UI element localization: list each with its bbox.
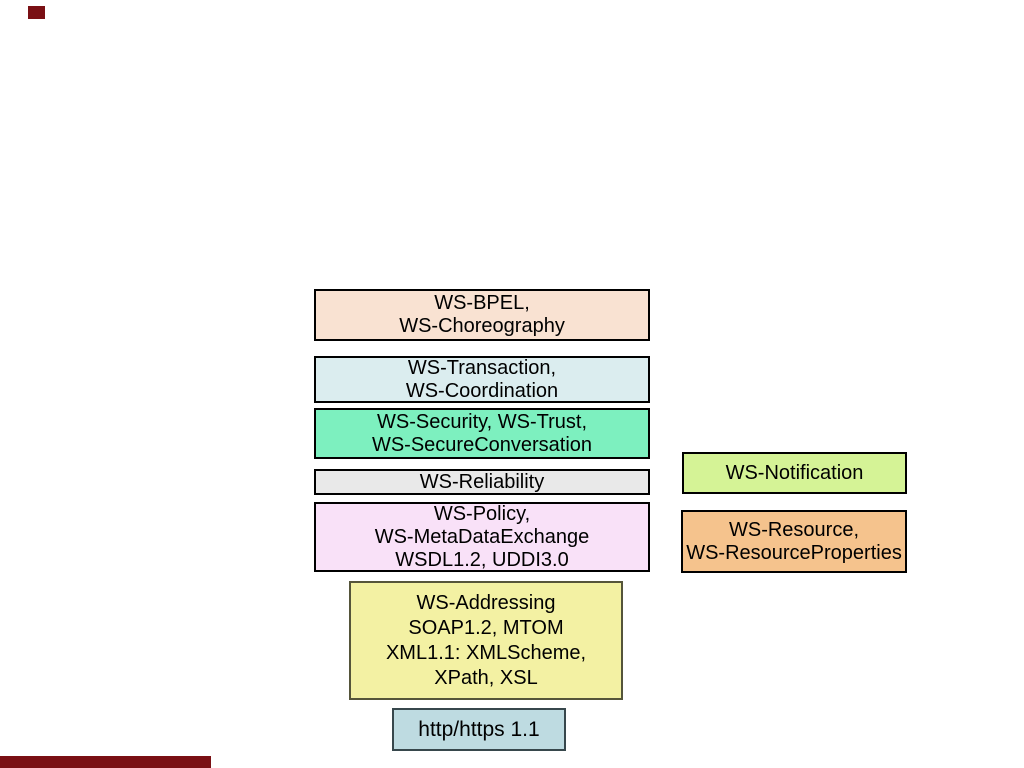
box-text-line: WS-Security, WS-Trust, [377, 410, 587, 433]
box-text-line: WS-SecureConversation [371, 433, 593, 456]
box-ws-reliability: WS-Reliability [314, 469, 650, 495]
box-text-line: XML1.1: XMLScheme, [385, 641, 587, 664]
box-ws-notification: WS-Notification [682, 452, 907, 494]
box-text-line: http/https 1.1 [418, 718, 540, 741]
box-text-line: WS-Choreography [399, 315, 565, 337]
box-text-line: WS-Transaction, [407, 356, 557, 379]
corner-accent-square [28, 6, 45, 19]
box-text-line: WS-Policy, [433, 502, 531, 525]
box-text-line: SOAP1.2, MTOM [408, 616, 564, 639]
box-text-line: WS-Resource, [728, 518, 860, 541]
box-ws-security: WS-Security, WS-Trust, WS-SecureConversa… [314, 408, 650, 459]
box-text-line: WS-BPEL, [434, 292, 530, 314]
box-ws-policy: WS-Policy, WS-MetaDataExchange WSDL1.2, … [314, 502, 650, 572]
box-http-https: http/https 1.1 [392, 708, 566, 751]
box-ws-bpel: WS-BPEL, WS-Choreography [314, 289, 650, 341]
box-text-line: WSDL1.2, UDDI3.0 [395, 548, 569, 571]
box-ws-transaction: WS-Transaction, WS-Coordination [314, 356, 650, 403]
box-text-line: WS-Addressing [416, 591, 556, 614]
box-text-line: WS-Notification [725, 461, 864, 484]
box-text-line: WS-MetaDataExchange [374, 525, 590, 548]
box-text-line: XPath, XSL [434, 666, 538, 689]
box-text-line: WS-ResourceProperties [686, 541, 902, 564]
box-text-line: WS-Reliability [419, 470, 545, 493]
box-ws-addressing: WS-Addressing SOAP1.2, MTOM XML1.1: XMLS… [349, 581, 623, 700]
box-ws-resource: WS-Resource, WS-ResourceProperties [681, 510, 907, 573]
footer-accent-bar [0, 756, 211, 768]
box-text-line: WS-Coordination [405, 379, 559, 402]
